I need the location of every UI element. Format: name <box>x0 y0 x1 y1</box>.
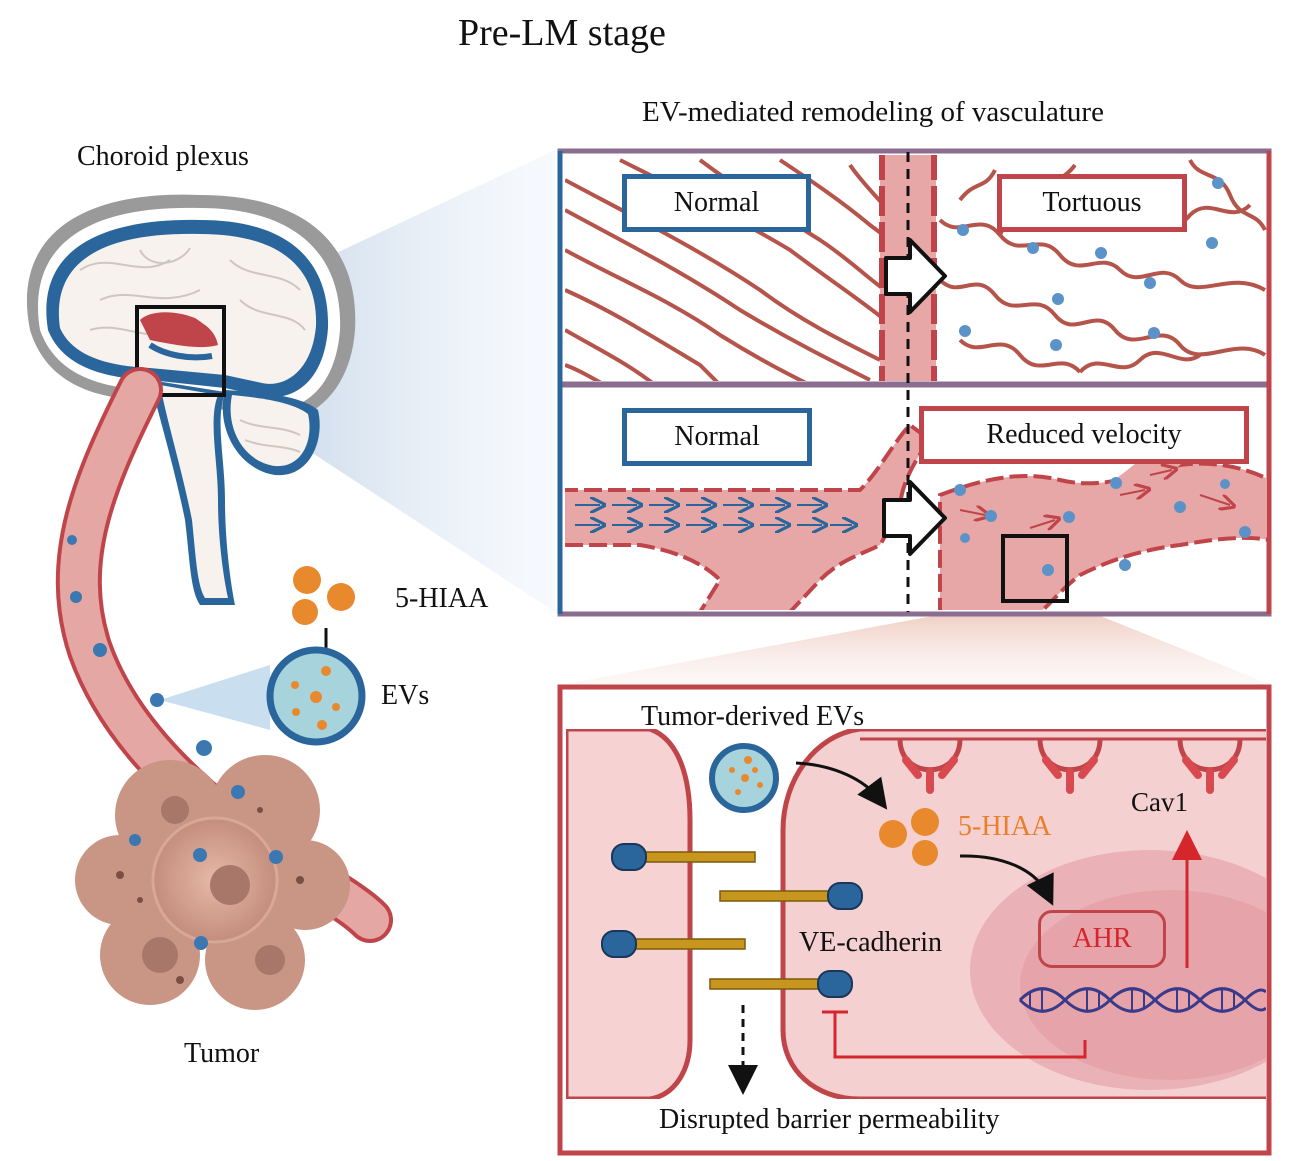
arrow-bottom <box>882 480 947 556</box>
ev-uptake-arrow <box>795 761 888 810</box>
flow-vessels <box>565 422 1267 610</box>
ahr-label: AHR <box>1038 910 1166 968</box>
ve-cadherin-label: VE-cadherin <box>799 927 943 958</box>
tumor-derived-evs-label: Tumor-derived EVs <box>641 701 865 732</box>
brain-illustration <box>26 194 356 605</box>
tumor-derived-ev <box>709 743 779 813</box>
zoom-cone-brain <box>224 150 555 612</box>
cell-5hiaa-molecules <box>879 808 939 866</box>
choroid-plexus-zoom-box <box>135 305 226 397</box>
cell-illustration <box>566 729 1266 1099</box>
normal-label-top: Normal <box>622 174 811 232</box>
tumor-label: Tumor <box>184 1038 260 1069</box>
choroid-plexus-label: Choroid plexus <box>77 141 249 172</box>
reduced-velocity-label: Reduced velocity <box>919 406 1249 464</box>
zoom-cone-vessel <box>560 603 1272 685</box>
ev-label-left: EVs <box>381 680 430 711</box>
normal-label-bottom: Normal <box>622 408 812 466</box>
cav1-label: Cav1 <box>1131 787 1188 817</box>
metabolite-label-cell: 5-HIAA <box>958 811 1052 842</box>
permeability-outcome-label: Disrupted barrier permeability <box>659 1104 1000 1135</box>
vessel-ev-dots <box>67 535 212 756</box>
page-title: Pre-LM stage <box>458 12 666 54</box>
metabolite-label-left: 5-HIAA <box>395 583 489 614</box>
inhibition-line <box>822 1010 1087 1059</box>
hiaa-to-ahr-arrow <box>959 854 1054 906</box>
left-metabolite-ev <box>266 566 366 746</box>
tortuous-label: Tortuous <box>997 174 1187 232</box>
endothelium-zoom-box <box>1001 534 1069 603</box>
zoom-cone-ev <box>160 665 270 730</box>
arrow-top <box>884 238 947 314</box>
remodeling-title: EV-mediated remodeling of vasculature <box>642 96 1104 128</box>
tumor-illustration <box>75 755 350 1010</box>
